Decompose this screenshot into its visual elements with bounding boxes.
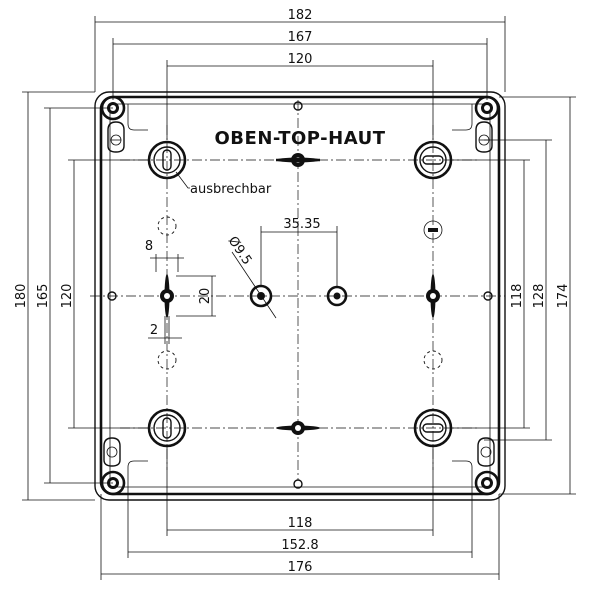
slot-mount-top [276,153,320,167]
dim-right: 118 128 174 [452,96,576,495]
dim-8: 8 [145,239,153,254]
edge-holes [107,101,493,489]
lid-hole-bottom-left [103,437,121,467]
dim-slot: 8 20 2 [145,239,216,344]
dim-120-left: 120 [60,284,75,309]
knockout-note-text: ausbrechbar [190,182,272,197]
dim-hole-diameter: Ø9.5 [225,234,277,319]
dim-2: 2 [150,323,158,338]
slot-mount-left [160,274,174,318]
dim-167: 167 [288,30,313,45]
slot-mount-right [426,274,440,318]
dim-128: 128 [532,284,547,309]
dim-35-35: 35.35 [260,217,338,287]
dim-174: 174 [556,284,571,309]
dim-118-bottom: 118 [288,516,313,531]
dim-180: 180 [14,284,29,309]
dim-bottom: 118 152.8 176 [100,446,500,580]
lid-hole-top-left [107,121,125,153]
lid-title: OBEN-TOP-HAUT [215,128,386,149]
dim-20: 20 [198,288,213,305]
mount-boss-top-left [147,140,187,180]
dim-left: 180 165 120 [14,91,148,501]
dim-176: 176 [288,560,313,575]
dim-35-35-text: 35.35 [283,217,320,232]
knockout-dashed-circles [157,216,443,370]
dim-top: 182 167 120 [94,8,506,140]
corner-screw-top-right [474,95,500,121]
dim-182: 182 [288,8,313,23]
knockout-note: ausbrechbar [175,171,272,197]
slot-mount-bottom [276,421,320,435]
lid-hole-bottom-right [477,437,495,467]
dim-165: 165 [36,284,51,309]
mount-boss-top-right [413,140,453,180]
mount-boss-bottom-left [147,408,187,448]
dim-152-8: 152.8 [281,538,318,553]
dim-118-right: 118 [510,284,525,309]
corner-screw-bottom-right [474,470,500,496]
dim-hole-diameter-text: Ø9.5 [225,234,255,268]
dim-120-top: 120 [288,52,313,67]
